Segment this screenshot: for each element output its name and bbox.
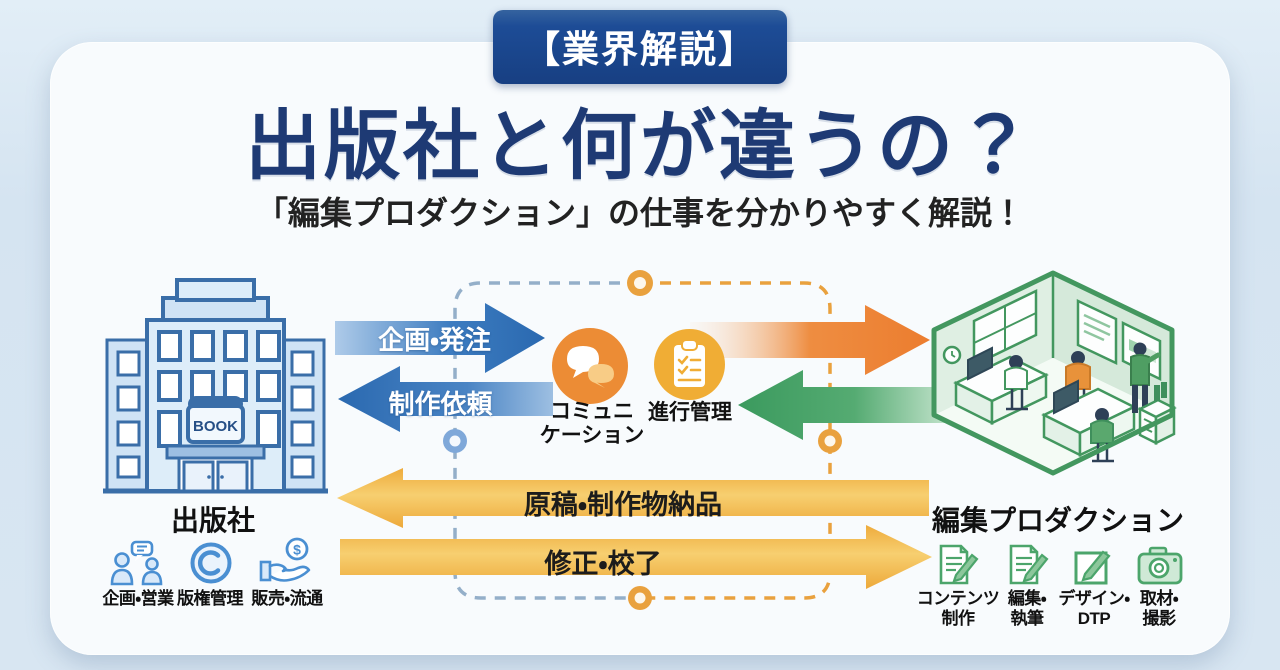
arrow-production-request xyxy=(338,366,553,432)
arrow-plan-order xyxy=(335,303,545,373)
communication-icon xyxy=(552,328,628,404)
progress-management-label: 進行管理 xyxy=(648,401,732,424)
publisher-function-label: 販売・流通 xyxy=(251,589,323,608)
production-function-label: コンテンツ 制作 xyxy=(916,589,1000,629)
industry-badge: 【業界解説】 xyxy=(493,10,787,84)
exchange-dashed-box xyxy=(437,270,847,615)
hand-coin-icon: $ xyxy=(259,536,317,586)
progress-management-icon xyxy=(654,329,725,400)
connector-dot-top xyxy=(627,270,653,296)
document-pencil-icon xyxy=(1006,543,1050,587)
book-sign: BOOK xyxy=(186,396,245,444)
document-pencil-icon xyxy=(936,543,980,587)
connector-dot-bottom xyxy=(628,586,652,610)
communication-label: コミュニ ケーション xyxy=(539,400,645,447)
arrow-label-deliverables: 原稿・制作物納品 xyxy=(523,490,723,520)
publisher-function-label: 版権管理 xyxy=(177,589,244,608)
square-pencil-icon xyxy=(1072,545,1114,587)
arrow-to-publisher-green xyxy=(738,370,950,440)
publisher-building-illustration: BOOK xyxy=(103,268,328,496)
connector-dot-right xyxy=(818,429,842,453)
dashed-border-left xyxy=(453,281,640,600)
arrow-deliverables xyxy=(337,468,929,528)
production-office-illustration xyxy=(926,263,1180,505)
book-sign-text: BOOK xyxy=(193,418,238,435)
svg-text:$: $ xyxy=(293,542,301,558)
publisher-label: 出版社 xyxy=(170,505,255,536)
copyright-icon xyxy=(189,541,233,585)
production-function-label: 編集・ 執筆 xyxy=(1007,589,1047,629)
publisher-function-label: 企画・営業 xyxy=(102,589,174,608)
people-chat-icon xyxy=(110,540,166,586)
production-label: 編集プロダクション xyxy=(931,505,1184,536)
arrow-to-production-orange xyxy=(690,305,930,375)
camera-icon xyxy=(1136,546,1184,586)
production-function-label: デザイン・ DTP xyxy=(1058,589,1130,629)
main-title: 出版社と何が違うの？ xyxy=(245,104,1035,189)
subtitle: 「編集プロダクション」の仕事を分かりやすく解説！ xyxy=(255,195,1024,231)
connector-dot-left xyxy=(443,429,467,453)
arrow-revision-final xyxy=(340,525,932,589)
production-function-label: 取材・ 撮影 xyxy=(1139,589,1179,629)
dashed-border-right xyxy=(640,281,832,600)
arrow-label-revision-final: 修正・校了 xyxy=(544,549,662,579)
arrow-label-plan-order: 企画・発注 xyxy=(378,325,491,355)
arrow-label-production-request: 制作依頼 xyxy=(388,389,493,419)
